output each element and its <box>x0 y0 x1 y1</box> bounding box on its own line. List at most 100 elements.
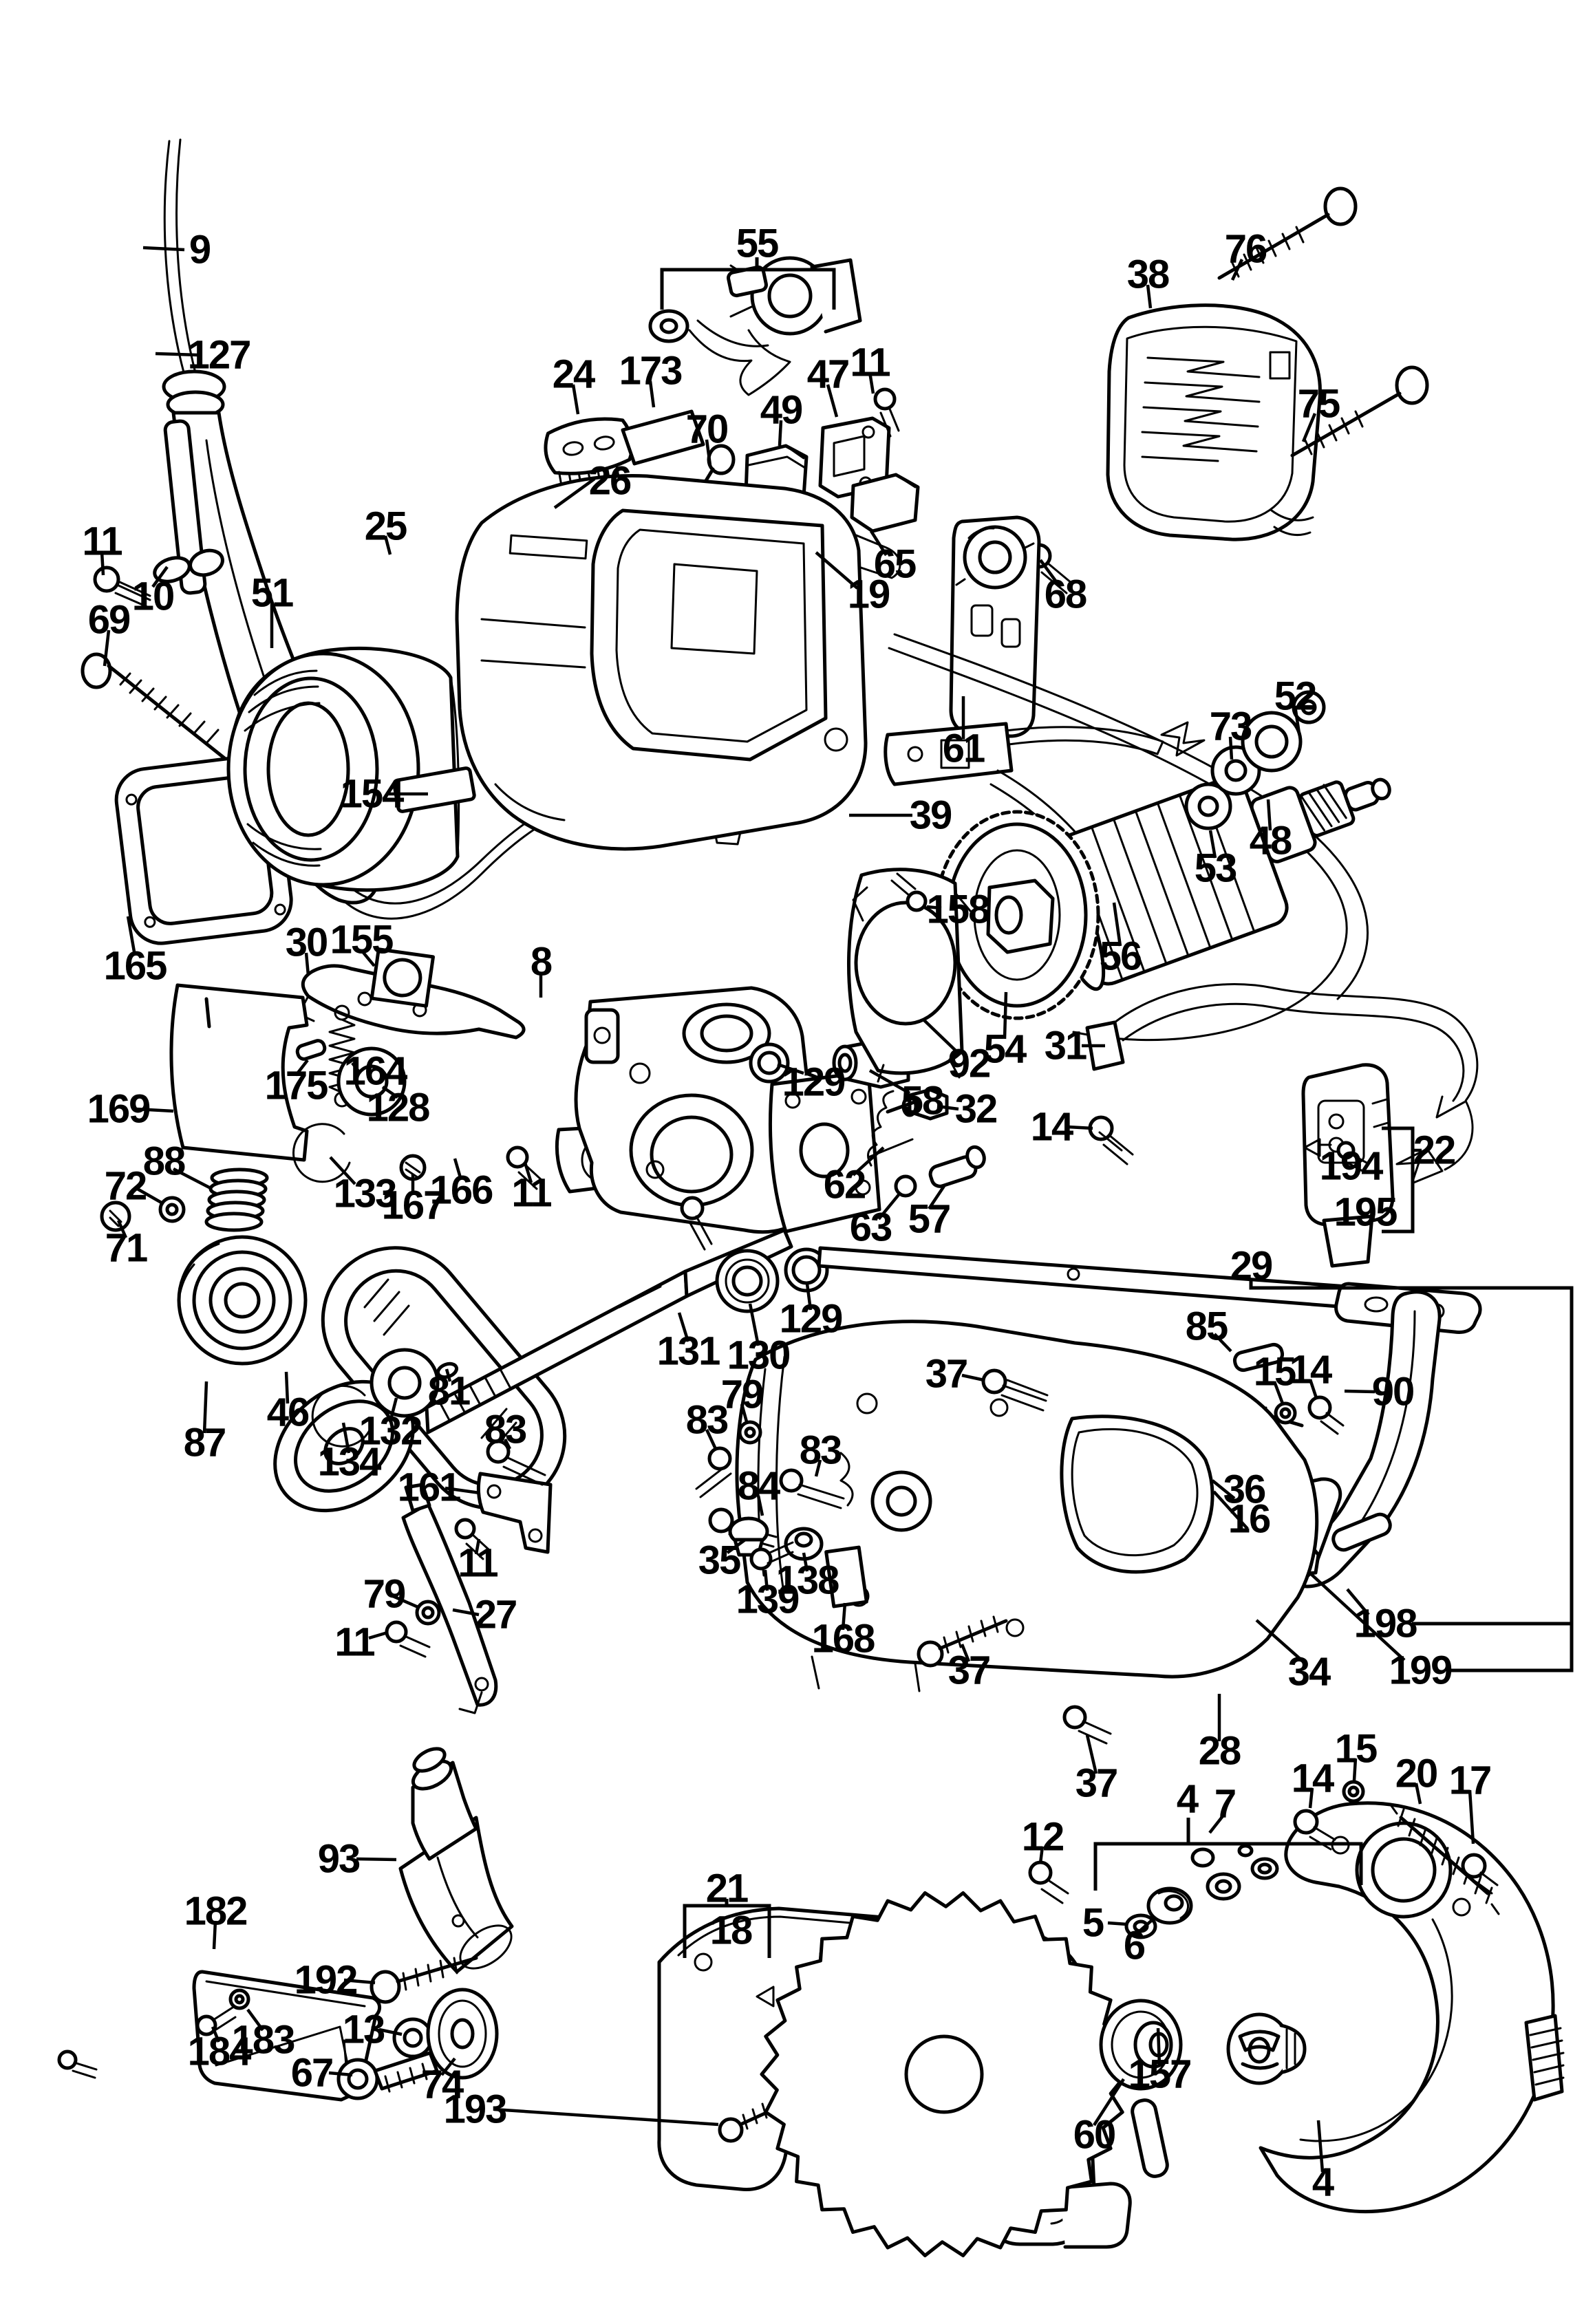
leader-line <box>1346 1588 1370 1616</box>
screw-17 <box>1461 1853 1499 1895</box>
screw-12 <box>1028 1860 1069 1904</box>
leader-line <box>392 1594 420 1610</box>
part-label-90: 90 <box>1372 1370 1414 1414</box>
leader-line <box>1003 991 1008 1040</box>
part-label-72: 72 <box>105 1164 147 1209</box>
screw-75 <box>1290 365 1429 458</box>
part-label-56: 56 <box>1100 934 1142 979</box>
leader-line <box>304 952 310 976</box>
leader-line <box>329 1156 356 1185</box>
leader-line <box>356 1857 397 1862</box>
group-bracket <box>660 268 836 310</box>
part-label-165: 165 <box>104 944 167 989</box>
screw-83b <box>695 1446 732 1498</box>
leader-line <box>1213 1333 1232 1353</box>
part-label-13: 13 <box>343 2008 385 2052</box>
connector-65 <box>850 473 920 533</box>
leader-line <box>1308 1379 1318 1399</box>
leader-line <box>877 1191 902 1220</box>
knob-35 <box>728 1516 769 1557</box>
leader-line <box>381 1086 399 1099</box>
part-label-132: 132 <box>359 1409 422 1454</box>
cord-sweep <box>888 647 1348 1042</box>
washer-15b <box>1342 1780 1365 1803</box>
leader-line <box>126 916 137 956</box>
part-label-11: 11 <box>850 341 890 385</box>
spacer-138 <box>784 1527 824 1561</box>
part-label-68: 68 <box>1045 572 1086 617</box>
washer-183 <box>228 1988 250 2010</box>
leader-line <box>1316 2120 1325 2173</box>
bearing-48 <box>1241 711 1303 773</box>
part-label-34: 34 <box>1288 1650 1331 1694</box>
group-bracket <box>1382 1126 1415 1234</box>
part-label-184: 184 <box>188 2030 252 2074</box>
part-label-46: 46 <box>267 1390 309 1435</box>
leader-line <box>1301 413 1317 442</box>
saw-blade <box>760 1891 1128 2257</box>
leader-line <box>748 1303 760 1346</box>
group-bracket <box>1249 1278 1574 1672</box>
screw-158 <box>890 872 928 912</box>
leader-line <box>1307 1570 1406 1661</box>
screw-11-161 <box>454 1518 490 1560</box>
part-label-154: 154 <box>341 772 405 817</box>
part-label-76: 76 <box>1225 227 1267 272</box>
leader-line <box>116 1220 128 1238</box>
part-label-65: 65 <box>874 542 916 587</box>
leader-line <box>1255 1619 1306 1664</box>
part-label-71: 71 <box>105 1226 147 1271</box>
leader-line <box>493 2107 719 2127</box>
leader-line <box>453 1158 463 1181</box>
part-label-29: 29 <box>1230 1244 1272 1289</box>
leader-line <box>936 1104 959 1111</box>
leader-line <box>360 949 376 967</box>
part-label-8: 8 <box>531 940 552 985</box>
leader-line <box>648 380 656 408</box>
screw-11-topleft <box>93 548 224 608</box>
screw-14-switch <box>1088 1115 1134 1165</box>
part-label-10: 10 <box>132 574 174 619</box>
leader-line <box>1038 1846 1045 1864</box>
leader-line <box>445 1486 480 1495</box>
leader-line <box>1133 1919 1153 1937</box>
washer-79b <box>415 1600 441 1626</box>
screw-139 <box>749 1541 794 1571</box>
leader-line <box>1208 1812 1226 1834</box>
leader-line <box>1085 1734 1098 1774</box>
plate-92 <box>847 868 972 1083</box>
part-label-14: 14 <box>1289 1348 1332 1392</box>
part-label-11: 11 <box>511 1171 551 1216</box>
leader-line <box>202 1381 208 1434</box>
washer-mid <box>1206 1872 1241 1901</box>
part-label-81: 81 <box>428 1369 470 1414</box>
leader-line <box>440 2057 456 2076</box>
leader-line <box>841 1602 847 1631</box>
washer-72 <box>158 1196 186 1223</box>
part-label-193: 193 <box>444 2087 507 2132</box>
guard-4 <box>1259 1801 1565 2213</box>
leader-line <box>960 1644 971 1662</box>
spring-88 <box>204 1168 269 1232</box>
clamp-6 <box>1146 1886 1193 1925</box>
leader-line <box>802 1552 809 1572</box>
part-label-11: 11 <box>334 1620 374 1665</box>
part-label-175: 175 <box>265 1064 328 1108</box>
part-label-48: 48 <box>1250 819 1292 863</box>
baffle-169 <box>169 983 309 1162</box>
pin-198 <box>1331 1512 1392 1552</box>
group-brackets <box>660 257 1574 1958</box>
part-label-166: 166 <box>430 1168 493 1213</box>
switch-assembly-55 <box>648 256 862 396</box>
leader-lines <box>100 246 1475 2173</box>
leader-line <box>135 1107 174 1113</box>
washer-13 <box>392 2017 433 2058</box>
leader-line <box>1293 705 1301 734</box>
leader-line <box>103 630 111 667</box>
screw-small-left <box>57 2049 98 2079</box>
part-label-129: 129 <box>780 1297 843 1342</box>
leader-line <box>1228 736 1234 760</box>
leader-line <box>778 420 783 446</box>
part-label-4: 4 <box>1177 1777 1199 1822</box>
field-case-39 <box>455 474 868 851</box>
